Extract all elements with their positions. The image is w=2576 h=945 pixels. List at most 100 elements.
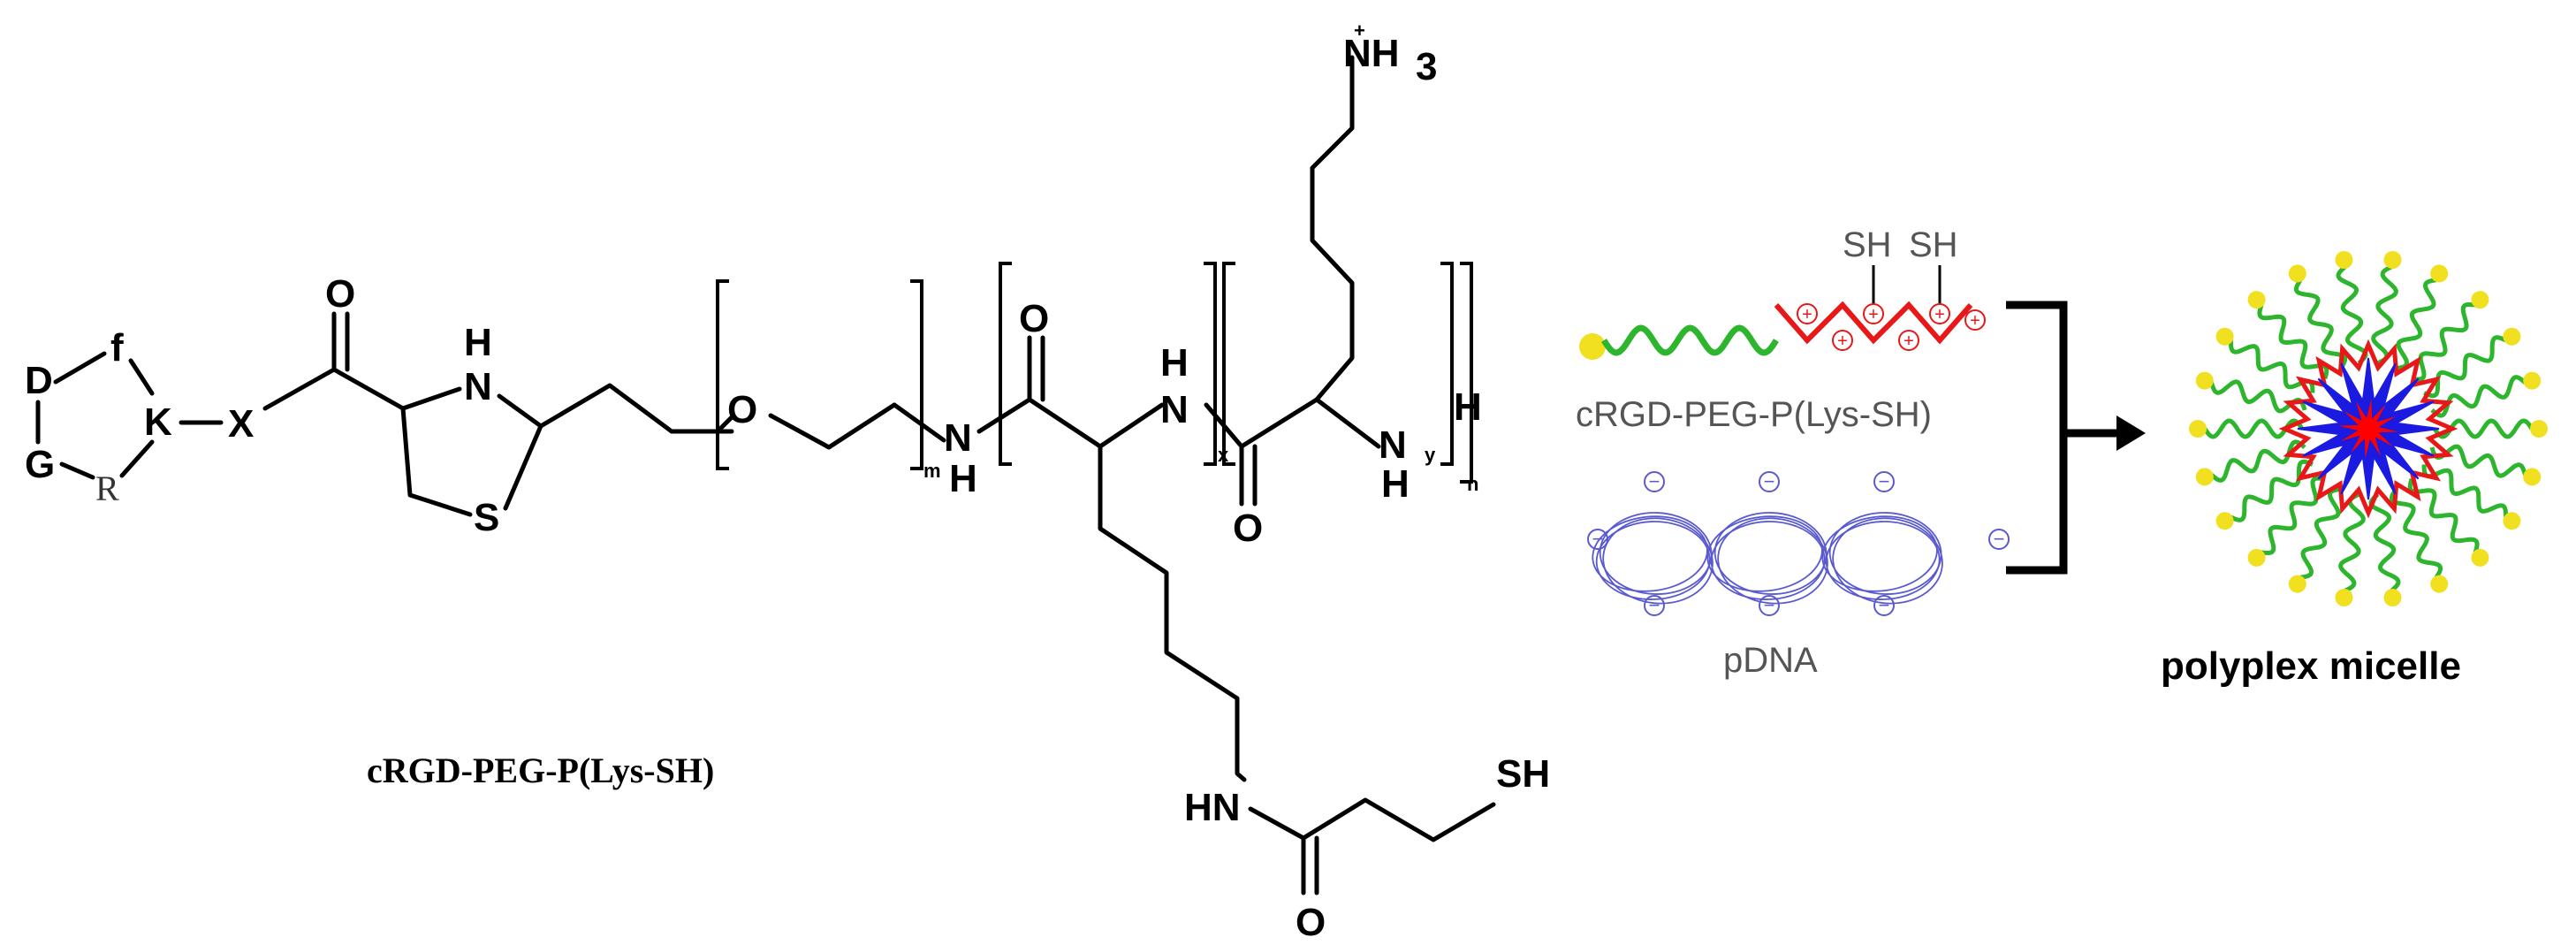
dna-loops: [1592, 512, 1943, 605]
minus-sign: −: [1649, 470, 1660, 492]
amide-n: N: [944, 416, 972, 460]
minus-badge: [1873, 595, 1895, 616]
polyplex-micelle: [2189, 251, 2548, 606]
micelle-ligand-dot: [2335, 589, 2353, 606]
micelle-ligand-dot: [2523, 468, 2542, 486]
subscript-y: y: [1425, 444, 1436, 466]
product-label: polyplex micelle: [2161, 644, 2461, 688]
minus-sign: −: [1764, 594, 1775, 616]
micelle-ligand-dot: [2247, 291, 2266, 309]
linker-x: X: [228, 402, 254, 446]
lys-bracket-right: [1440, 262, 1454, 466]
lys-sh-bracket-right: [1204, 262, 1217, 466]
ammonium-subscript: 3: [1416, 45, 1437, 88]
bond-ring-cn: [400, 386, 462, 411]
minus-sign: −: [1764, 470, 1775, 492]
micelle-peg-chain: [2209, 439, 2306, 483]
terminal-h: H: [1454, 385, 1482, 429]
bond-d-f: [53, 351, 107, 385]
lys-carbonyl-oxygen: O: [1019, 297, 1049, 340]
micelle-ligand-dot: [2189, 420, 2207, 438]
minus-sign: −: [1879, 470, 1890, 492]
residue-k: K: [144, 400, 172, 444]
micelle-peg-chain: [2407, 478, 2480, 553]
lys-nh-n: N: [1160, 388, 1189, 431]
micelle-ligand-dot: [2471, 548, 2489, 567]
dna-strand: [1714, 512, 1828, 595]
micelle-ligand-dot: [2383, 589, 2402, 606]
residue-g: G: [25, 443, 55, 486]
dna-strand: [1832, 517, 1943, 605]
dna-strand: [1599, 512, 1713, 595]
micelle-ligand-dot: [2530, 420, 2548, 438]
lys-unit: O N H y n H NH 3 +: [1204, 19, 1482, 550]
lys-nh-h: H: [1160, 341, 1189, 385]
minus-badge: [1644, 595, 1665, 616]
minus-badge: [1988, 529, 2010, 550]
bond-peg-chain: [768, 402, 897, 450]
thiazolidine-s: S: [474, 496, 499, 539]
bond-ethyl: [538, 383, 674, 434]
bond-peg-entry2: [715, 415, 734, 434]
plus-badge: [1929, 303, 1950, 324]
micelle-ligand-dot: [2288, 264, 2306, 283]
minus-badge: [1644, 471, 1665, 492]
side-hn: HN: [1184, 786, 1241, 829]
micelle-ligand-dot: [2335, 251, 2353, 269]
micelle-ligand-dot: [2288, 575, 2306, 593]
micelle-ligand-dot: [2523, 371, 2542, 390]
micelle-ligand-dot: [2503, 512, 2521, 530]
mixing-bracket: [2006, 301, 2146, 575]
plus-sign: +: [1970, 311, 1980, 331]
crgd-ring: D f K G R X: [25, 326, 254, 508]
ligand-dot: [1579, 333, 1606, 360]
plus-badge: [1797, 303, 1818, 324]
dna-strand: [1825, 521, 1941, 600]
lys2-carbonyl-oxygen: O: [1233, 507, 1263, 550]
micelle-peg-chain: [2293, 278, 2348, 370]
lys-sh-unit: O H N x HN O SH: [976, 262, 1550, 944]
bond-lys-sh-sidechain: [1098, 444, 1247, 782]
micelle-peg-chain: [2230, 459, 2314, 522]
plus-badge: [1832, 330, 1853, 351]
peg-bracket-right: [910, 279, 923, 470]
subscript-m: m: [923, 460, 941, 482]
plus-badge: [1898, 330, 1919, 351]
thiazolidine-h: H: [464, 321, 492, 364]
residue-r: R: [95, 469, 119, 508]
polymer-illustration: SH SH ++++++ cRGD-PEG-P(Lys-SH): [1576, 225, 1986, 434]
amide-h: H: [949, 457, 977, 500]
micelle-ligand-dot: [2430, 264, 2449, 283]
dna-strand: [1595, 521, 1711, 600]
minus-badge: [1873, 471, 1895, 492]
peg-bracket-left: [716, 279, 729, 470]
micelle-peg-chain: [2389, 487, 2443, 579]
micelle-peg-chain: [2336, 264, 2368, 365]
micelle-ligand-dot: [2195, 371, 2214, 390]
minus-sign: −: [1649, 594, 1660, 616]
bond-c4-c5: [400, 406, 473, 517]
bracket-shape: [2006, 301, 2068, 575]
micelle-ligand-dot: [2247, 548, 2266, 567]
positive-charges: ++++++: [1797, 303, 1986, 351]
bond-g-r: [59, 461, 95, 480]
subscript-n: n: [1467, 473, 1478, 495]
polymer-label: cRGD-PEG-P(Lys-SH): [1576, 395, 1932, 434]
side-carbonyl-oxygen: O: [1296, 901, 1326, 941]
bond-lys-sidechain: [1310, 55, 1355, 402]
lys-sh-bracket-left: [999, 262, 1012, 466]
thiazolidine-unit: O H N S: [262, 272, 674, 539]
lys2-h: H: [1381, 462, 1410, 506]
residue-d: D: [25, 359, 53, 402]
thiazolidine-n: N: [464, 365, 492, 408]
micelle-ligand-dot: [2215, 512, 2234, 530]
micelle-peg-chain: [2395, 278, 2437, 371]
peg-chain: [1601, 324, 1779, 356]
micelle-peg-chain: [2371, 264, 2398, 366]
micelle-ligand-dot: [2215, 327, 2234, 346]
plus-sign: +: [1934, 305, 1945, 324]
bond-n-c2: [497, 393, 543, 429]
polymer-thiol-2: SH: [1909, 225, 1958, 264]
pdna-illustration: −−−−−−−− pDNA: [1587, 470, 2010, 680]
